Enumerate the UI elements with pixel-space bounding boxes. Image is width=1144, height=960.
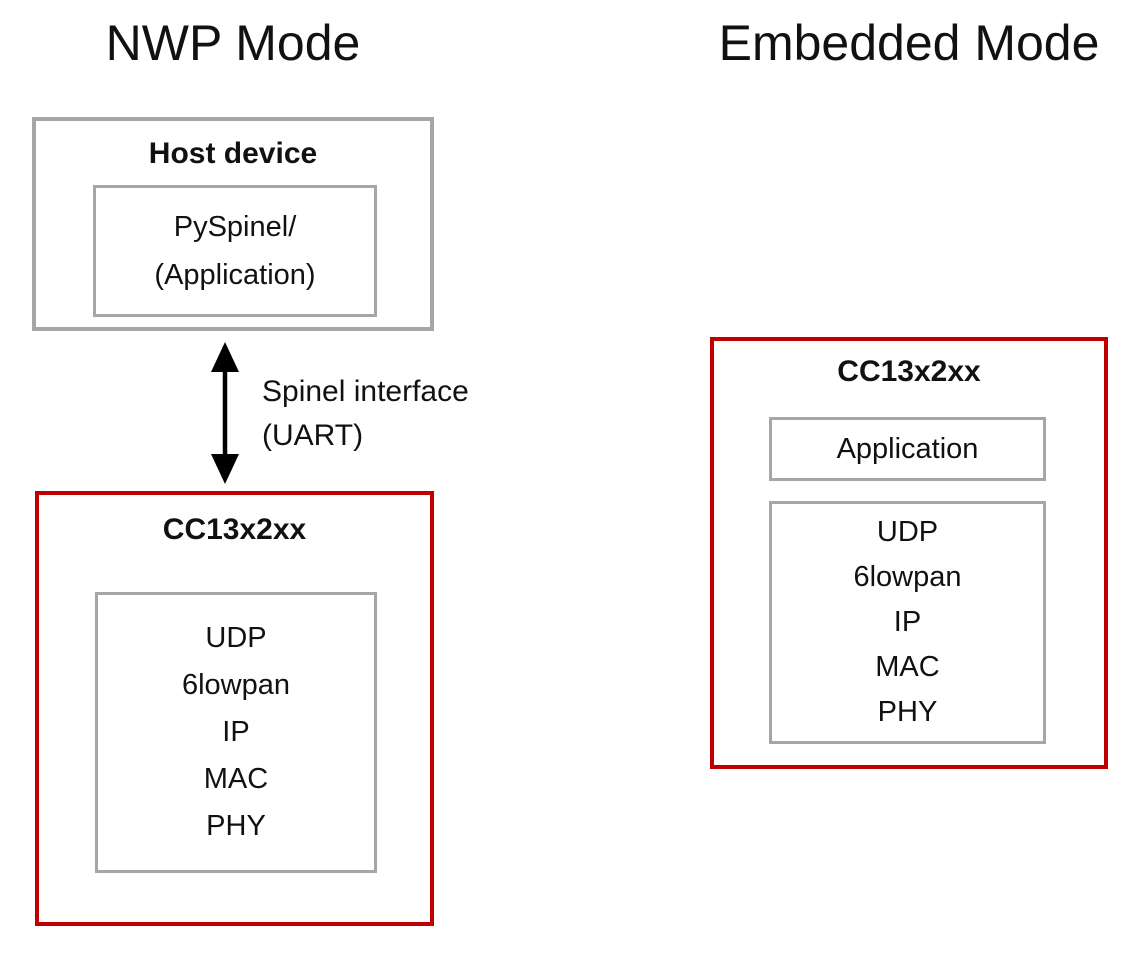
pyspinel-label-line2: (Application) [154, 259, 316, 291]
spinel-interface-label-line1: Spinel interface [262, 375, 469, 408]
embedded-stack-layer-ip: IP [893, 606, 922, 638]
embedded-mode-title: Embedded Mode [718, 15, 1100, 71]
host-device-label: Host device [148, 137, 318, 170]
nwp-stack-layer-phy: PHY [206, 810, 266, 842]
embedded-stack-layer-mac: MAC [875, 651, 940, 683]
nwp-mode-title: NWP Mode [105, 15, 361, 71]
nwp-stack-layer-udp: UDP [205, 622, 267, 654]
pyspinel-application-box: PySpinel/ (Application) [93, 185, 377, 317]
embedded-stack-layer-6lowpan: 6lowpan [853, 561, 962, 593]
spinel-interface-label-line2: (UART) [262, 419, 364, 452]
embedded-cc13x2xx-label: CC13x2xx [837, 355, 981, 388]
embedded-cc13x2xx-box: CC13x2xx Application UDP 6lowpan IP MAC … [710, 337, 1108, 769]
pyspinel-label-line1: PySpinel/ [173, 211, 297, 243]
host-device-box: Host device PySpinel/ (Application) [32, 117, 434, 331]
nwp-cc13x2xx-label: CC13x2xx [162, 513, 307, 546]
spinel-interface-label: Spinel interface (UART) [262, 370, 469, 458]
double-arrow-icon [211, 342, 239, 484]
embedded-stack-layer-udp: UDP [876, 516, 939, 548]
nwp-stack-layer-6lowpan: 6lowpan [181, 669, 291, 701]
embedded-stack-layer-phy: PHY [877, 696, 938, 728]
nwp-cc13x2xx-box: CC13x2xx UDP 6lowpan IP MAC PHY [35, 491, 434, 926]
embedded-application-box: Application [769, 417, 1046, 481]
nwp-stack-layer-ip: IP [222, 716, 250, 748]
nwp-stack-layer-mac: MAC [203, 763, 269, 795]
nwp-protocol-stack-box: UDP 6lowpan IP MAC PHY [95, 592, 377, 873]
embedded-protocol-stack-box: UDP 6lowpan IP MAC PHY [769, 501, 1046, 744]
